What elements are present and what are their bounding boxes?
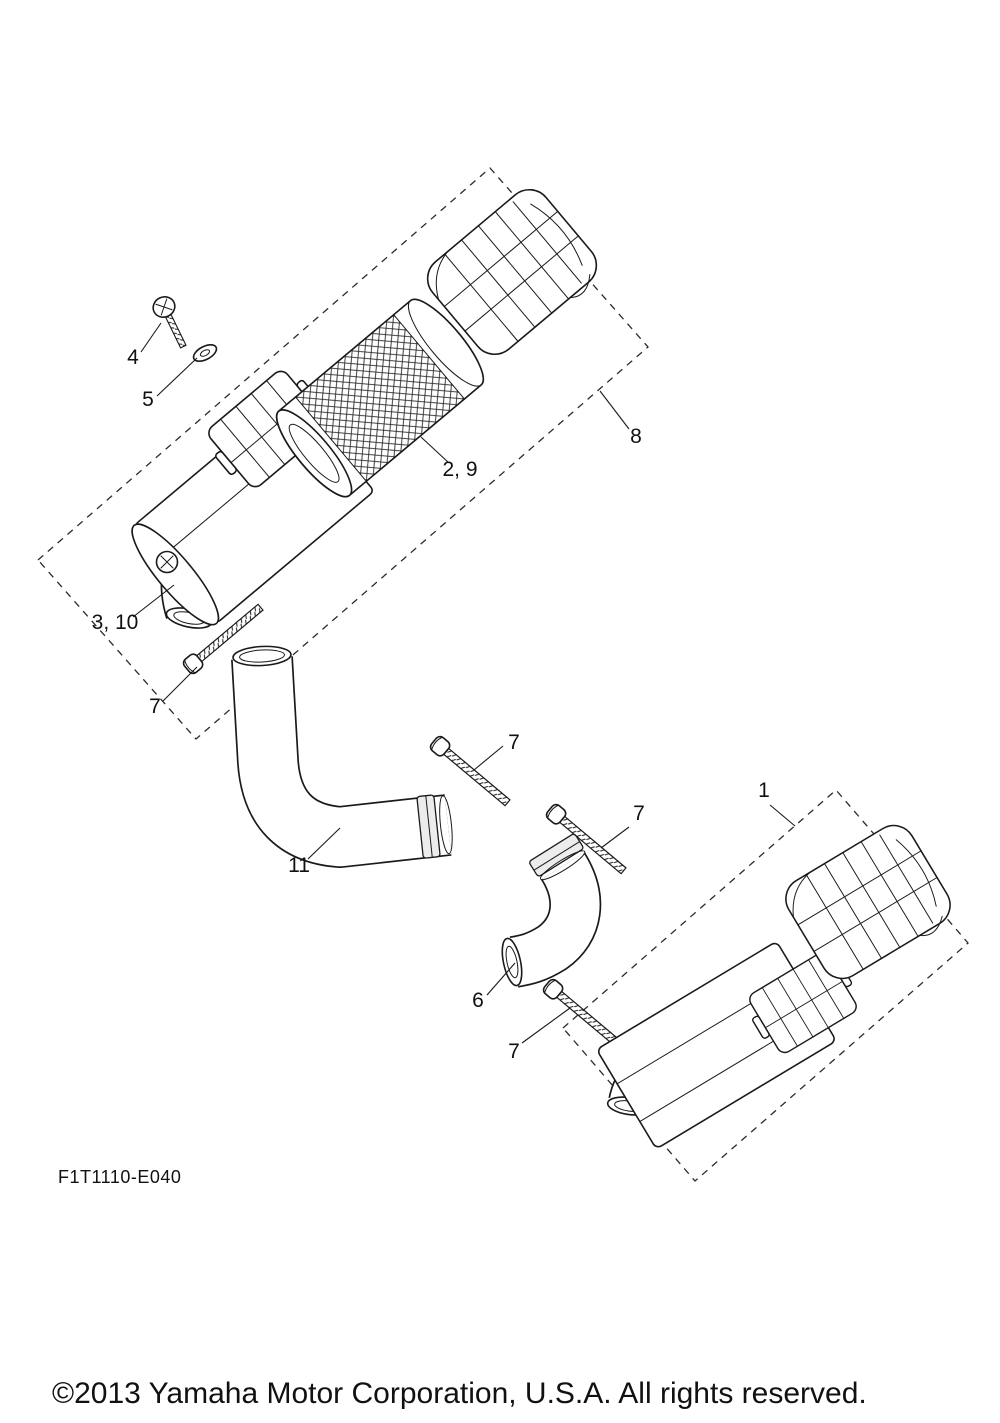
part-label-11: 11 bbox=[288, 854, 310, 877]
part-label-7a: 7 bbox=[149, 695, 161, 718]
part-intake-pipe bbox=[231, 645, 453, 868]
assembly-8-boundary bbox=[37, 167, 649, 740]
part-label-1: 1 bbox=[758, 779, 770, 802]
part-elbow-duct bbox=[501, 833, 602, 988]
part-filter-element bbox=[275, 298, 485, 498]
part-label-7b: 7 bbox=[508, 731, 520, 754]
copyright-text: ©2013 Yamaha Motor Corporation, U.S.A. A… bbox=[52, 1377, 867, 1410]
part-screw bbox=[152, 296, 187, 349]
part-label-7c: 7 bbox=[633, 802, 645, 825]
part-label-5: 5 bbox=[142, 388, 154, 411]
diagram-code: F1T1110-E040 bbox=[58, 1167, 181, 1187]
part-label-4: 4 bbox=[127, 346, 139, 369]
part-air-cleaner-assembly bbox=[597, 816, 962, 1148]
part-label-3-10: 3, 10 bbox=[92, 611, 139, 634]
part-label-2-9: 2, 9 bbox=[442, 458, 477, 481]
part-label-6: 6 bbox=[472, 989, 484, 1012]
leader-lines bbox=[132, 322, 796, 1044]
part-washer bbox=[192, 343, 218, 363]
part-label-7d: 7 bbox=[508, 1040, 520, 1063]
part-label-8: 8 bbox=[630, 425, 642, 448]
